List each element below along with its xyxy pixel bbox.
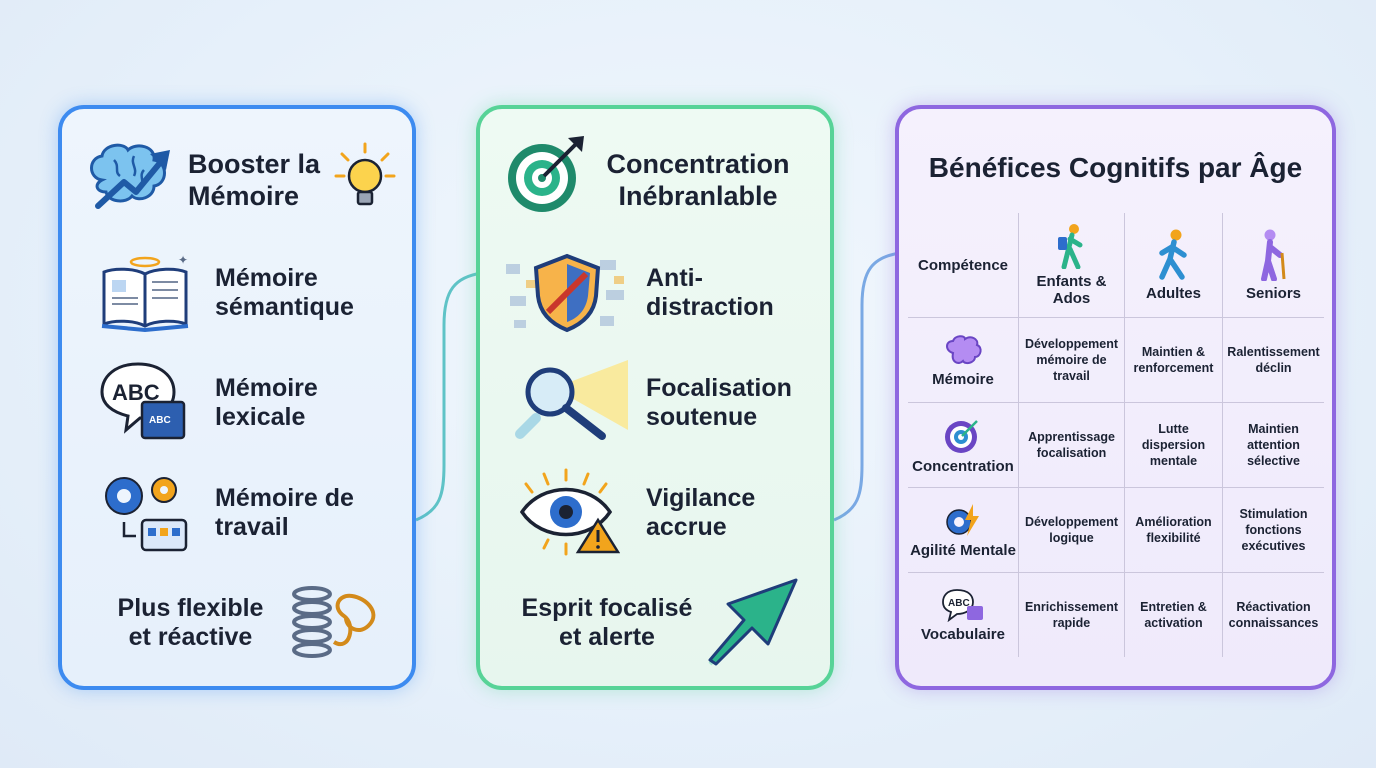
age-benefits-title: Bénéfices Cognitifs par Âge [928,152,1303,183]
table-cell: Maintien attention sélective [1222,402,1324,488]
gears-cards-icon [105,477,188,552]
row-label-vocabulary: Vocabulaire [921,625,1005,643]
table-cell: Entretien & activation [1124,572,1223,657]
item-anti-distraction: Anti-distraction [646,264,774,321]
column-adults: Adultes [1145,284,1201,302]
memory-panel-title: Booster la Mémoire [188,149,321,211]
cell-text: Apprentissage focalisation [1028,430,1115,460]
cell-text: Enrichissement rapide [1024,600,1119,630]
eye-warning-icon [520,468,620,556]
item-semantic-memory: Mémoire sémantique [215,264,354,321]
cell-text: Développement mémoire de travail [1024,337,1119,383]
memory-panel-footer: Plus flexible et réactive [117,594,264,651]
gear-bolt-icon [946,503,979,536]
child-icon [1057,224,1082,269]
column-seniors: Seniors [1245,284,1302,302]
table-cell: Amélioration flexibilité [1124,487,1223,573]
table-cell: Développement logique [1018,487,1125,573]
table-row: ABC Vocabulaire Enrichissement rapide En… [908,572,1324,657]
lightbulb-icon [334,142,396,206]
column-children: Enfants & Ados [1036,273,1107,307]
row-label-cell: Mémoire [908,317,1019,403]
header-adults: Adultes [1124,213,1223,318]
adult-icon [1158,229,1187,280]
senior-icon [1260,229,1285,281]
row-label-memory: Mémoire [932,370,994,388]
brain-arrow-icon [90,143,170,209]
cell-text: Lutte dispersion mentale [1141,422,1206,468]
header-seniors: Seniors [1222,213,1324,318]
cell-text: Stimulation fonctions exécutives [1239,507,1308,553]
table-row: Concentration Apprentissage focalisation… [908,402,1324,488]
item-working-memory: Mémoire de travail [215,484,354,541]
row-label-cell: Concentration [908,402,1019,488]
table-cell: Lutte dispersion mentale [1124,402,1223,488]
table-row: Mémoire Développement mémoire de travail… [908,317,1324,403]
table-header-row: Compétence Enfants & Ados Adultes Seni [908,213,1324,318]
connector-left-middle [415,271,483,522]
cell-text: Réactivation connaissances [1228,600,1319,630]
cell-text: Maintien & renforcement [1133,345,1214,375]
table-row: Agilité Mentale Développement logique Am… [908,487,1324,573]
cell-text: Ralentissement déclin [1227,345,1320,375]
concentration-panel-footer: Esprit focalisé et alerte [521,594,693,651]
shield-icon [506,253,624,333]
concentration-panel-title: Concentration Inébranlable [606,149,790,211]
connector-middle-right [833,251,901,522]
table-cell: Maintien & renforcement [1124,317,1223,403]
cell-text: Amélioration flexibilité [1135,515,1212,545]
table-cell: Apprentissage focalisation [1018,402,1125,488]
item-increased-vigilance: Vigilance accrue [646,484,756,541]
cell-text: Entretien & activation [1140,600,1207,630]
item-sustained-focus: Focalisation soutenue [646,374,792,431]
table-cell: Réactivation connaissances [1222,572,1324,657]
table-cell: Enrichissement rapide [1018,572,1125,657]
table-cell: Ralentissement déclin [1222,317,1324,403]
row-label-cell: ABC Vocabulaire [908,572,1019,657]
row-label-concentration: Concentration [912,457,1014,475]
target-icon [508,136,584,212]
abc-book-icon: ABC [942,588,983,622]
cell-text: Maintien attention sélective [1247,422,1300,468]
table-cell: Développement mémoire de travail [1018,317,1125,403]
brain-icon [946,334,982,364]
header-children: Enfants & Ados [1018,213,1125,318]
cell-text: Développement logique [1024,515,1119,545]
row-label-agility: Agilité Mentale [910,541,1016,559]
row-label-cell: Agilité Mentale [908,487,1019,573]
spring-loop-icon [292,586,376,658]
target-icon [945,419,978,453]
abc-speech-book-icon: ABC ABC [100,362,186,440]
header-corner: Compétence [908,213,1019,318]
svg-text:ABC: ABC [948,598,970,609]
svg-text:ABC: ABC [149,415,171,426]
age-benefits-table: Compétence Enfants & Ados Adultes Seni [908,213,1324,657]
corner-label: Compétence [917,256,1009,274]
arrow-cursor-icon [708,578,798,666]
table-cell: Stimulation fonctions exécutives [1222,487,1324,573]
svg-text:✦: ✦ [178,253,188,267]
item-lexical-memory: Mémoire lexicale [215,374,318,431]
open-book-icon: ✦ [101,253,189,333]
magnifier-icon [515,360,628,440]
